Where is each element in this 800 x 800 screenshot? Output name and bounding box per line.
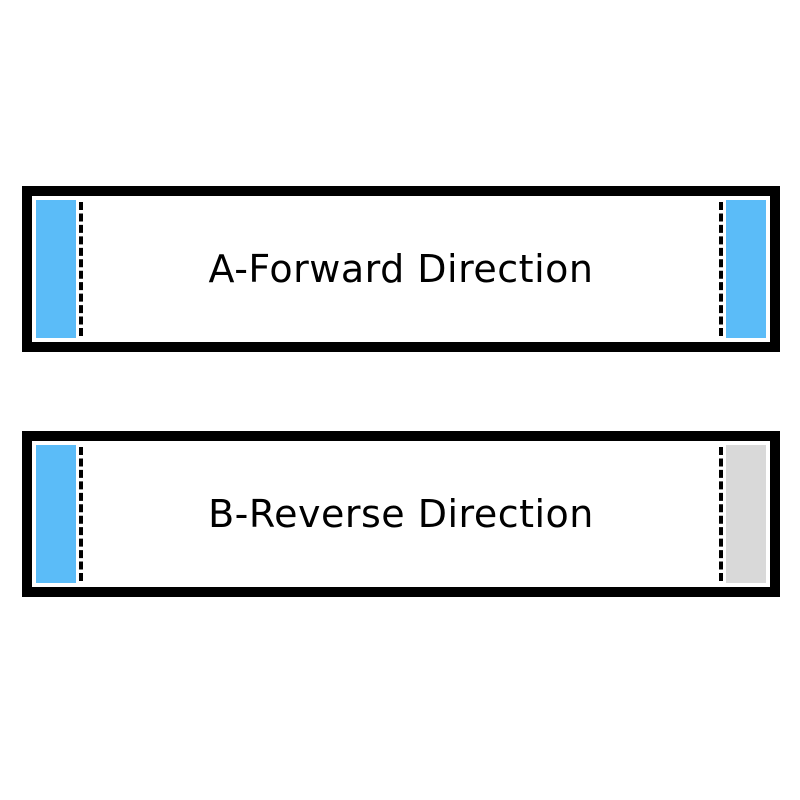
reverse-direction-label: B-Reverse Direction xyxy=(208,492,594,536)
reverse-left-dashed-divider xyxy=(79,447,83,581)
reverse-right-dashed-divider xyxy=(719,447,723,581)
forward-left-connector-end xyxy=(36,200,76,338)
forward-direction-label: A-Forward Direction xyxy=(208,247,594,291)
reverse-direction-cable: B-Reverse Direction xyxy=(22,431,780,597)
forward-left-dashed-divider xyxy=(79,202,83,336)
forward-direction-cable: A-Forward Direction xyxy=(22,186,780,352)
forward-right-connector-end xyxy=(726,200,766,338)
forward-right-dashed-divider xyxy=(719,202,723,336)
reverse-left-connector-end xyxy=(36,445,76,583)
reverse-right-connector-end xyxy=(726,445,766,583)
